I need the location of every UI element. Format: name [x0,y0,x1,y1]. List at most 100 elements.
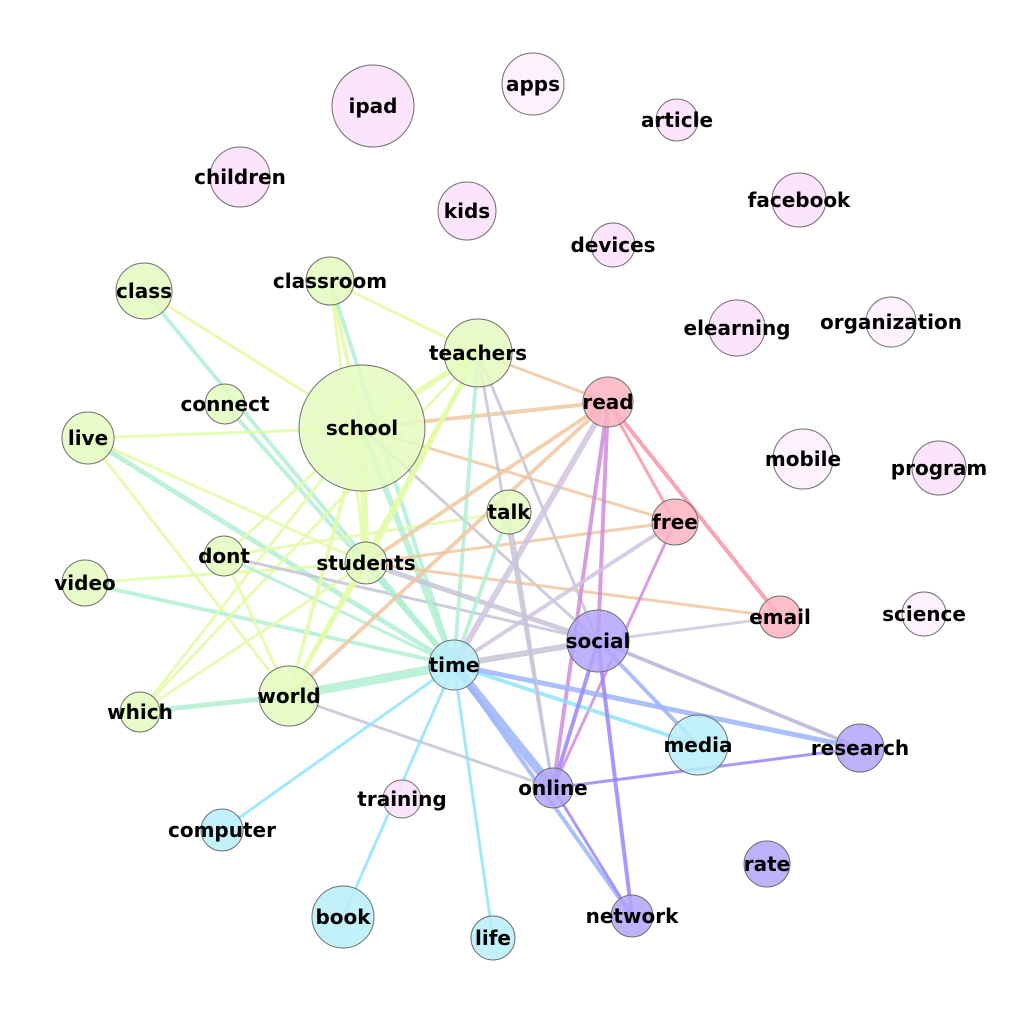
node-label: class [116,279,172,303]
node-circle[interactable] [771,172,827,228]
node-circle[interactable] [486,489,532,535]
node-training[interactable]: training [357,779,447,819]
node-email[interactable]: email [749,595,811,639]
edge-live-time [86,435,456,668]
node-label: book [315,905,371,929]
node-circle[interactable] [61,411,115,465]
node-layer: ipad apps article children kids facebook devic… [54,52,987,961]
node-online[interactable]: online [518,767,588,809]
node-talk[interactable]: talk [486,489,532,535]
node-media[interactable]: media [663,714,733,776]
node-circle[interactable] [566,609,630,673]
node-circle[interactable] [610,894,654,938]
edge-social-research [597,639,861,750]
node-class[interactable]: class [115,262,173,320]
node-school[interactable]: school [298,364,426,492]
node-live[interactable]: live [61,411,115,465]
node-organization[interactable]: organization [820,296,962,348]
node-label: which [107,700,173,724]
node-circle[interactable] [743,840,791,888]
node-circle[interactable] [708,299,766,357]
edge-time-computer [221,663,455,832]
node-circle[interactable] [344,541,388,585]
node-read[interactable]: read [582,376,634,428]
node-classroom[interactable]: classroom [273,256,387,306]
edge-read-social [596,401,610,642]
node-ipad[interactable]: ipad [331,64,415,148]
node-circle[interactable] [667,714,729,776]
node-circle[interactable] [204,383,246,425]
node-label: network [586,904,679,928]
node-computer[interactable]: computer [168,808,276,852]
node-social[interactable]: social [566,609,631,673]
node-time[interactable]: time [428,639,480,691]
node-circle[interactable] [590,222,636,268]
node-apps[interactable]: apps [501,52,565,116]
node-teachers[interactable]: teachers [429,318,527,388]
node-label: talk [487,500,531,524]
node-circle[interactable] [61,559,109,607]
node-circle[interactable] [311,885,375,949]
node-label: elearning [684,316,791,340]
node-circle[interactable] [305,256,355,306]
node-facebook[interactable]: facebook [748,172,851,228]
node-devices[interactable]: devices [570,222,656,268]
node-circle[interactable] [258,665,320,727]
node-label: social [566,629,631,653]
node-dont[interactable]: dont [198,535,250,577]
node-book[interactable]: book [311,885,375,949]
node-students[interactable]: students [316,541,416,585]
node-label: facebook [748,188,851,212]
node-circle[interactable] [758,595,802,639]
node-circle[interactable] [532,767,574,809]
node-label: online [518,776,588,800]
node-circle[interactable] [901,591,947,637]
node-circle[interactable] [651,498,699,546]
node-mobile[interactable]: mobile [765,428,841,490]
node-label: training [357,787,446,811]
node-circle[interactable] [443,318,513,388]
node-kids[interactable]: kids [437,181,497,241]
node-circle[interactable] [209,146,271,208]
node-circle[interactable] [911,440,967,496]
node-circle[interactable] [437,181,497,241]
node-circle[interactable] [501,52,565,116]
node-which[interactable]: which [107,691,173,733]
node-circle[interactable] [428,639,480,691]
node-science[interactable]: science [882,591,966,637]
node-rate[interactable]: rate [743,840,791,888]
node-circle[interactable] [203,535,245,577]
node-circle[interactable] [200,808,244,852]
node-circle[interactable] [119,691,161,733]
node-children[interactable]: children [194,146,286,208]
node-label: email [749,605,811,629]
node-label: ipad [349,94,398,118]
node-circle[interactable] [865,296,917,348]
node-free[interactable]: free [651,498,699,546]
node-label: world [257,684,320,708]
node-program[interactable]: program [891,440,987,496]
node-article[interactable]: article [641,98,713,142]
node-circle[interactable] [382,779,422,819]
node-label: read [582,390,633,414]
node-video[interactable]: video [54,559,116,607]
node-label: science [882,602,966,626]
node-circle[interactable] [115,262,173,320]
node-circle[interactable] [655,98,699,142]
edge-students-free [365,520,676,565]
node-elearning[interactable]: elearning [684,299,791,357]
node-connect[interactable]: connect [180,383,270,425]
node-circle[interactable] [470,915,516,961]
node-circle[interactable] [772,428,834,490]
node-circle[interactable] [835,723,885,773]
node-label: devices [570,233,655,257]
node-network[interactable]: network [586,894,679,938]
node-life[interactable]: life [470,915,516,961]
node-research[interactable]: research [811,723,909,773]
node-circle[interactable] [331,64,415,148]
node-world[interactable]: world [257,665,321,727]
node-circle[interactable] [298,364,426,492]
node-circle[interactable] [582,376,634,428]
node-label: connect [180,392,269,416]
